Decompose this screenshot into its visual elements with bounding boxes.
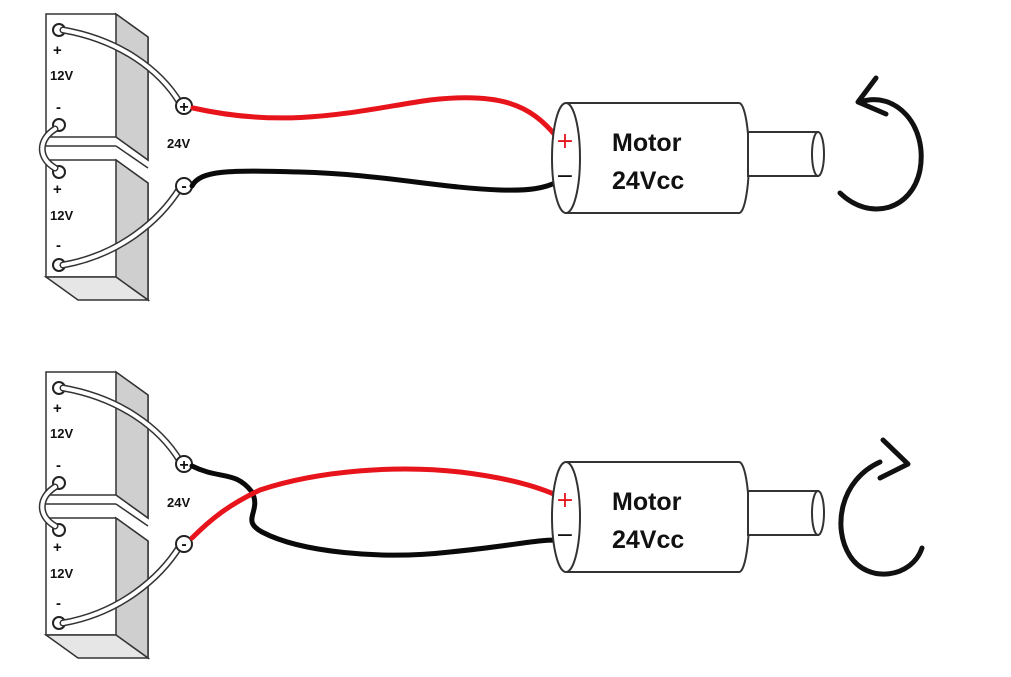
- battery-top-side: [115, 12, 149, 162]
- battery-pack-2: + 12V - + 12V -: [38, 370, 184, 660]
- battery-pack-1: + 12V - + 12V -: [38, 12, 184, 302]
- motor-plus-symbol: +: [556, 129, 574, 154]
- red-wire: [190, 95, 558, 138]
- motor-end-face: [551, 461, 581, 573]
- series-voltage-label: 24V: [167, 495, 190, 510]
- battery-top-plus-sign: +: [53, 400, 62, 417]
- battery-top-minus-sign: -: [56, 457, 61, 474]
- battery-top-side: [115, 370, 149, 520]
- rotation-ccw-arrow-icon: [837, 97, 924, 212]
- motor-name: Motor: [612, 488, 682, 516]
- motor-minus-symbol: −: [556, 164, 574, 189]
- black-wire: [189, 168, 560, 193]
- battery-top-plus-sign: +: [53, 42, 62, 59]
- positive-lead: [61, 28, 182, 105]
- negative-lead: [61, 544, 182, 625]
- positive-lead: [61, 386, 182, 463]
- series-jumper: [40, 127, 57, 170]
- output-plus-symbol: +: [179, 99, 188, 116]
- output-minus-symbol: -: [181, 178, 186, 195]
- series-jumper: [40, 485, 57, 528]
- output-minus-symbol: -: [181, 536, 186, 553]
- output-minus-terminal: [175, 535, 193, 553]
- output-plus-symbol: +: [179, 457, 188, 474]
- motor-shaft: [747, 490, 819, 536]
- motor-1: + − Motor 24Vcc: [551, 102, 825, 214]
- rotation-cw-arrowhead-icon: [877, 437, 911, 481]
- battery-top-minus-sign: -: [56, 99, 61, 116]
- motor-name: Motor: [612, 129, 682, 157]
- rotation-ccw-arrowhead-icon: [855, 75, 889, 117]
- battery-bottom-plus-sign: +: [53, 539, 62, 556]
- battery-top-voltage: 12V: [50, 426, 73, 441]
- motor-minus-symbol: −: [556, 523, 574, 548]
- diagram-1: + 12V - + 12V - + - 24V + − Motor 24Vcc: [38, 12, 924, 302]
- motor-end-face: [551, 102, 581, 214]
- series-voltage-label: 24V: [167, 136, 190, 151]
- battery-base: [43, 276, 151, 301]
- motor-shaft: [747, 131, 819, 177]
- motor-2: + − Motor 24Vcc: [551, 461, 825, 573]
- battery-base: [43, 634, 151, 659]
- battery-bottom-plus-sign: +: [53, 181, 62, 198]
- battery-bottom-voltage: 12V: [50, 566, 73, 581]
- battery-bottom-voltage: 12V: [50, 208, 73, 223]
- negative-lead: [61, 186, 182, 267]
- motor-rating: 24Vcc: [612, 526, 684, 554]
- black-wire: [189, 463, 559, 558]
- red-wire: [189, 466, 559, 541]
- battery-top-voltage: 12V: [50, 68, 73, 83]
- battery-bottom-minus-sign: -: [56, 237, 61, 254]
- battery-bottom-minus-sign: -: [56, 595, 61, 612]
- motor-plus-symbol: +: [556, 488, 574, 513]
- motor-rating: 24Vcc: [612, 167, 684, 195]
- rotation-cw-arrow-icon: [838, 459, 925, 577]
- diagram-2: + 12V - + 12V - + - 24V + − Motor 24Vcc: [38, 370, 925, 660]
